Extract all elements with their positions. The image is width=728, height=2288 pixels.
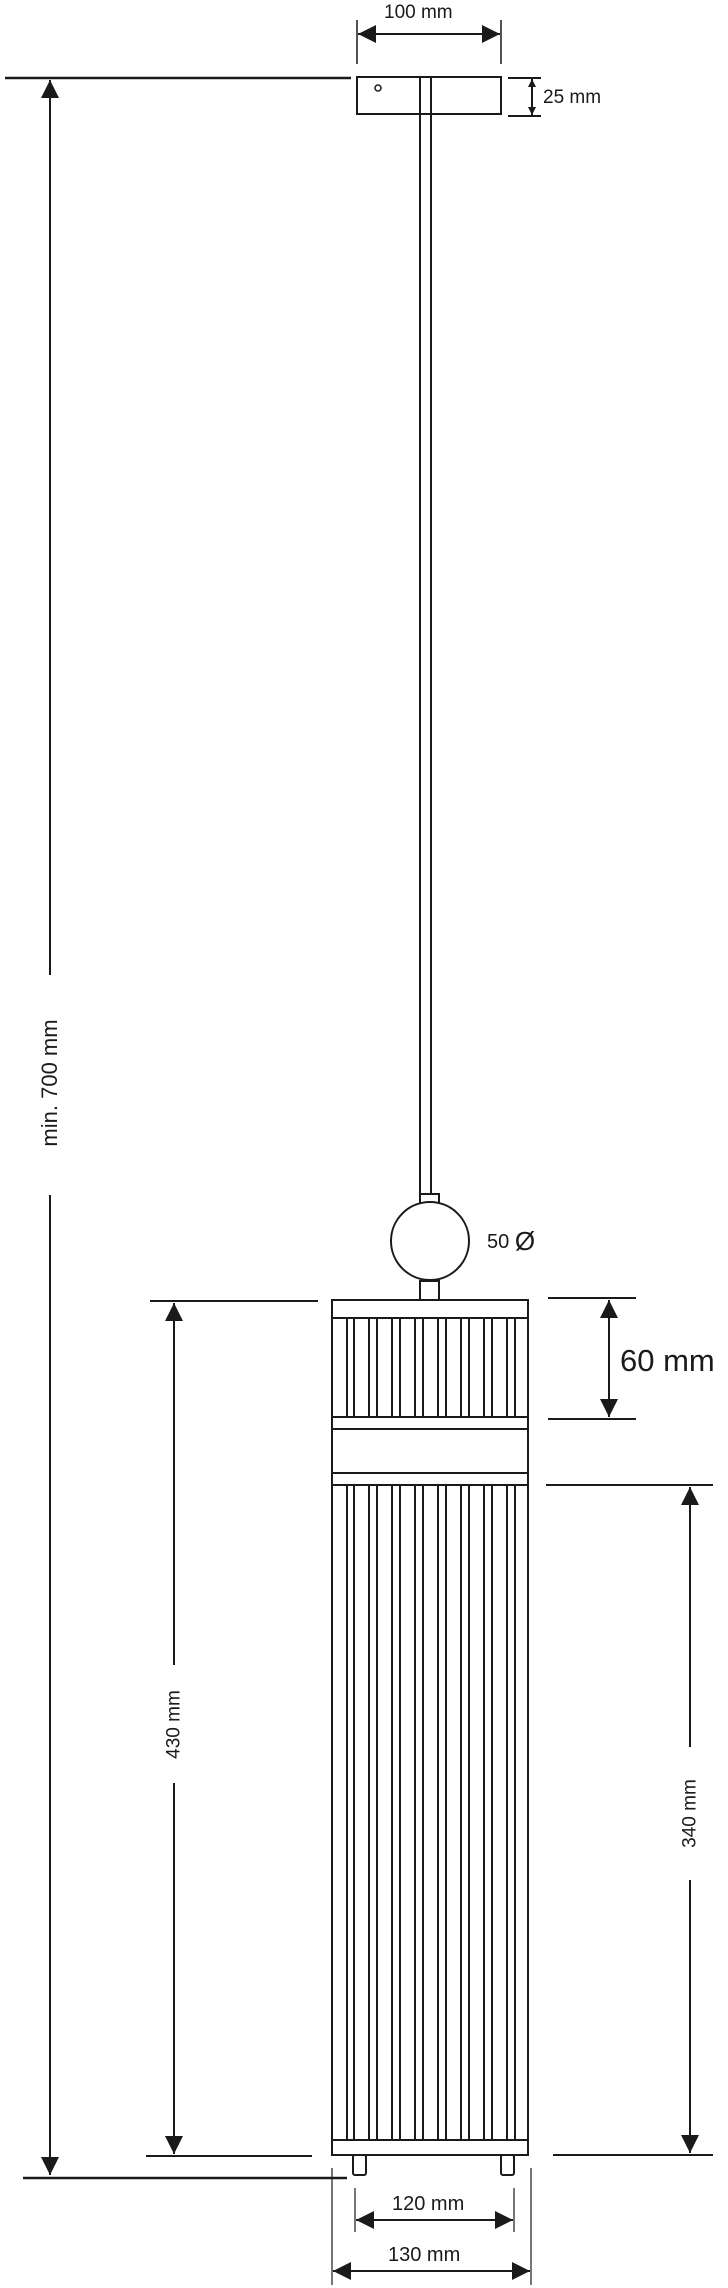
dim-lower-section	[546, 1484, 713, 2156]
label-total-drop: min. 700 mm	[37, 1019, 62, 1147]
dim-canopy-height	[508, 77, 541, 117]
dim-body-width	[331, 2168, 532, 2285]
dim-feet-spacing	[354, 2188, 515, 2232]
sphere-diameter-value: 50	[487, 1231, 510, 1253]
suspension-rod	[419, 77, 432, 1193]
label-feet-spacing: 120 mm	[392, 2193, 465, 2215]
label-lower-section: 340 mm	[679, 1779, 701, 1848]
decorative-sphere	[390, 1193, 470, 1301]
canopy	[356, 76, 502, 115]
diameter-symbol-icon: Ø	[514, 1226, 536, 1256]
label-body-width: 130 mm	[388, 2244, 461, 2266]
label-sphere-diameter: 50 Ø	[487, 1228, 535, 1254]
dim-canopy-width	[356, 20, 502, 64]
lamp-feet	[352, 2154, 515, 2176]
upper-slats	[346, 1318, 516, 1417]
label-canopy-height: 25 mm	[543, 87, 602, 108]
dim-body-height	[146, 1300, 318, 2157]
label-canopy-width: 100 mm	[384, 2, 453, 23]
dim-top-section	[548, 1297, 636, 1420]
lower-slats	[346, 1485, 516, 2140]
label-body-height: 430 mm	[163, 1690, 185, 1759]
canopy-screw-hole-icon	[374, 84, 382, 92]
label-top-section: 60 mm	[620, 1343, 715, 1378]
lamp-body	[331, 1299, 529, 2156]
